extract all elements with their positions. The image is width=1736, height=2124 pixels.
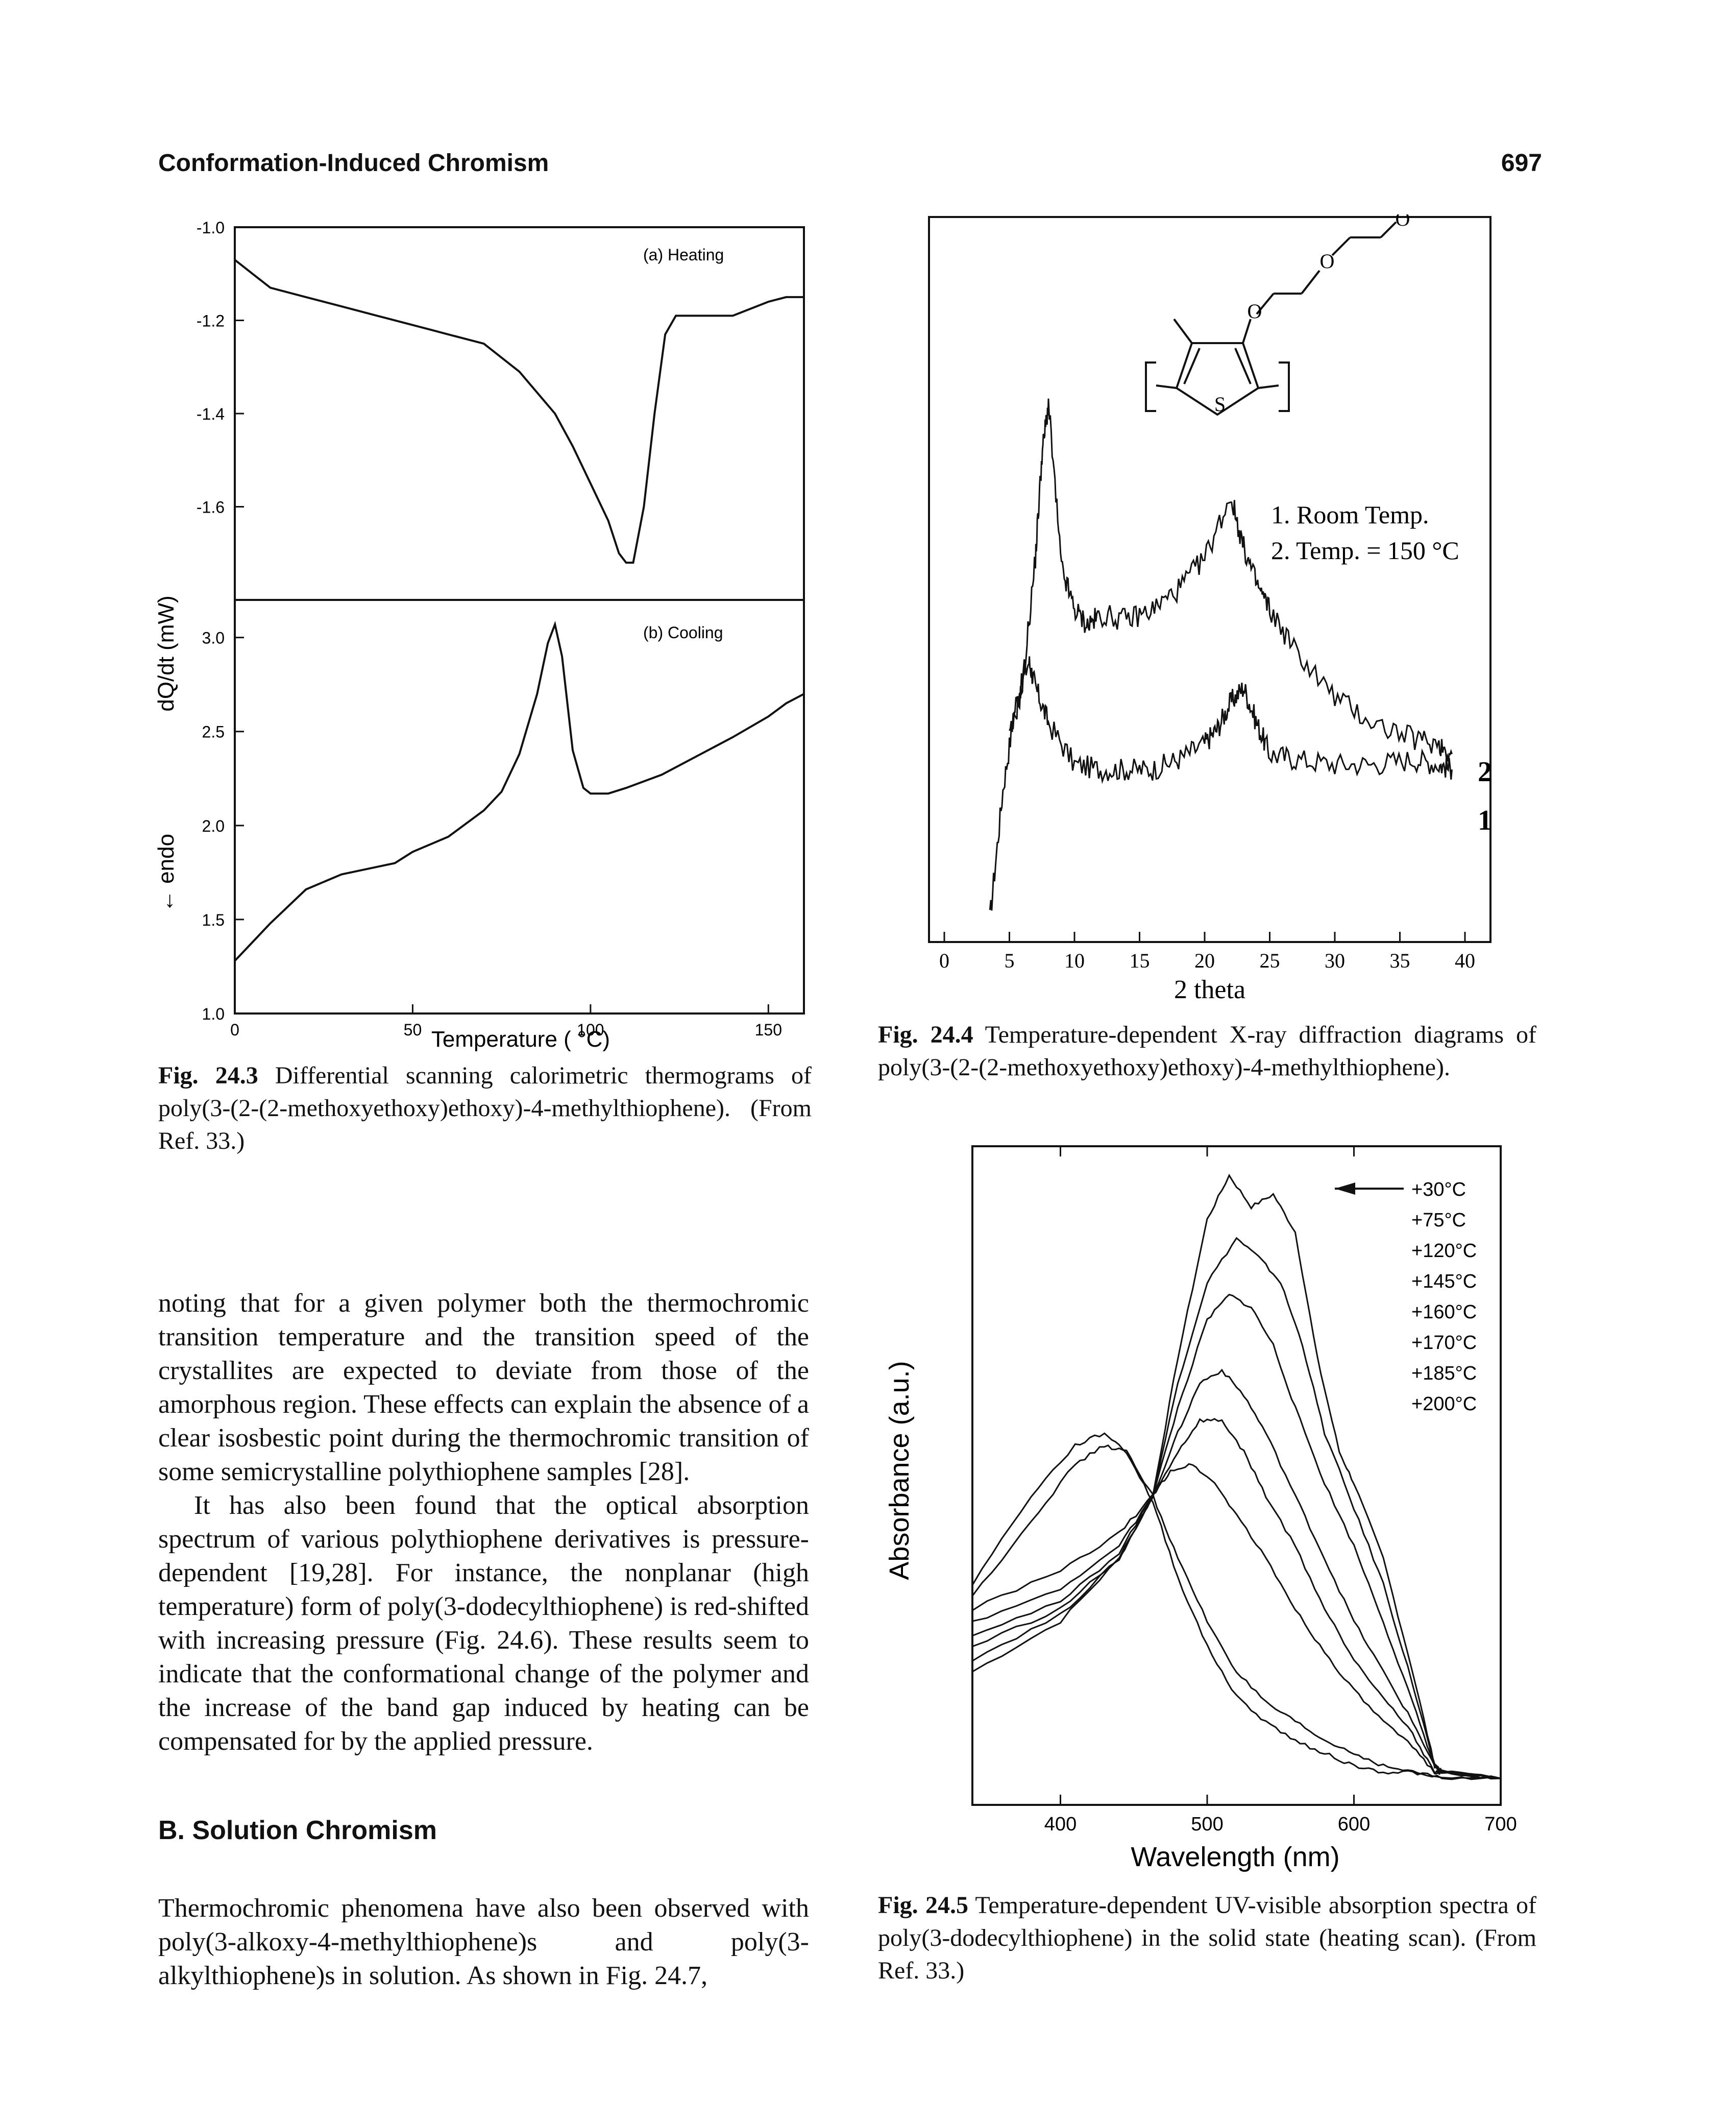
x-axis-label: Temperature ( °C) bbox=[431, 1027, 610, 1052]
uvvis-xtick-label: 500 bbox=[1191, 1814, 1223, 1835]
uvvis-xtick-label: 700 bbox=[1484, 1814, 1517, 1835]
dsc-chart: -1.0 -1.2 -1.4 -1.6 1.0 1.5 2.0 2.5 3.0 0 50 100 150… bbox=[154, 219, 805, 1052]
uvvis-series bbox=[972, 1293, 1501, 1779]
heating-curve bbox=[234, 259, 804, 564]
figure-24-4-caption: Fig. 24.4 Temperature-dependent X-ray di… bbox=[878, 1019, 1536, 1084]
legend-arrow-head bbox=[1335, 1182, 1355, 1195]
paragraph-2: It has also been found that the optical … bbox=[158, 1491, 809, 1756]
panel-b-ytick-label: 1.5 bbox=[202, 911, 225, 929]
y-axis-label: dQ/dt (mW) bbox=[154, 595, 179, 711]
uvvis-series bbox=[972, 1463, 1501, 1780]
panel-b-ytick-label: 1.0 bbox=[202, 1005, 225, 1023]
body-column-left: noting that for a given polymer both the… bbox=[158, 1287, 809, 1758]
xrd-xtick-label: 40 bbox=[1455, 949, 1475, 972]
uvvis-series bbox=[972, 1173, 1501, 1779]
caption-text: Differential scanning calorimetric therm… bbox=[158, 1062, 812, 1154]
xrd-series-2 bbox=[1009, 398, 1453, 762]
uvvis-legend-entry: +200°C bbox=[1411, 1393, 1477, 1415]
figure-24-3-caption: Fig. 24.3 Differential scanning calorime… bbox=[158, 1059, 812, 1157]
caption-number: Fig. 24.3 bbox=[158, 1062, 258, 1089]
running-title: Conformation-Induced Chromism bbox=[158, 150, 549, 177]
figure-24-5-caption: Fig. 24.5 Temperature-dependent UV-visib… bbox=[878, 1889, 1536, 1987]
uvvis-legend-entry: +160°C bbox=[1411, 1301, 1477, 1323]
x-axis-label: Wavelength (nm) bbox=[1131, 1842, 1339, 1872]
paragraph-1: noting that for a given polymer both the… bbox=[158, 1289, 809, 1486]
caption-number: Fig. 24.4 bbox=[878, 1021, 973, 1048]
uvvis-series bbox=[971, 1432, 1501, 1780]
section-heading: B. Solution Chromism bbox=[158, 1816, 437, 1845]
uvvis-series bbox=[971, 1444, 1501, 1780]
panel-b-ytick-label: 3.0 bbox=[202, 629, 225, 647]
xtick-label: 150 bbox=[755, 1021, 782, 1039]
uvvis-series bbox=[972, 1418, 1501, 1779]
xrd-xtick-label: 25 bbox=[1260, 949, 1280, 972]
uvvis-legend-entry: +75°C bbox=[1411, 1210, 1466, 1231]
uvvis-legend-entry: +145°C bbox=[1411, 1271, 1477, 1292]
caption-number: Fig. 24.5 bbox=[878, 1892, 968, 1919]
figure-24-3: -1.0 -1.2 -1.4 -1.6 1.0 1.5 2.0 2.5 3.0 0 50 100 150… bbox=[128, 214, 827, 1052]
xrd-xtick-label: 20 bbox=[1194, 949, 1215, 972]
panel-a-frame bbox=[234, 226, 805, 601]
uvvis-legend-entry: +120°C bbox=[1411, 1240, 1477, 1262]
xrd-xtick-label: 35 bbox=[1390, 949, 1410, 972]
uvvis-legend-entry: +170°C bbox=[1411, 1332, 1477, 1354]
panel-b-ytick-label: 2.5 bbox=[202, 723, 225, 741]
xtick-label: 50 bbox=[404, 1021, 422, 1039]
uvvis-legend-entry: +30°C bbox=[1411, 1179, 1466, 1200]
caption-text: Temperature-dependent UV-visible absorpt… bbox=[878, 1892, 1537, 1984]
series-2-label: 2 bbox=[1478, 756, 1492, 788]
panel-a-label: (a) Heating bbox=[643, 246, 724, 264]
xrd-series-1 bbox=[989, 656, 1453, 911]
xrd-xtick-label: 10 bbox=[1064, 949, 1085, 972]
uvvis-legend-entry: +185°C bbox=[1411, 1363, 1477, 1384]
page-number: 697 bbox=[1501, 150, 1542, 177]
body-column-left-bottom: Thermochromic phenomena have also been o… bbox=[158, 1892, 809, 1993]
xrd-xtick-label: 15 bbox=[1130, 949, 1150, 972]
y-axis-label: Absorbance (a.u.) bbox=[884, 1361, 915, 1580]
panel-a-ytick-label: -1.2 bbox=[197, 312, 225, 330]
struct-oxygen-3: O bbox=[1396, 214, 1410, 230]
uvvis-frame bbox=[971, 1145, 1502, 1806]
paragraph-3: Thermochromic phenomena have also been o… bbox=[158, 1894, 809, 1990]
series-1-label: 1 bbox=[1478, 805, 1492, 836]
xtick-label: 100 bbox=[577, 1021, 604, 1039]
figure-24-4: 0 5 10 15 20 25 30 35 40 S O O O 1. Room Temp. 2… bbox=[914, 207, 1496, 1016]
uvvis-xtick-label: 400 bbox=[1044, 1814, 1077, 1835]
caption-text: Temperature-dependent X-ray diffraction … bbox=[878, 1021, 1537, 1081]
xrd-xtick-label: 30 bbox=[1325, 949, 1345, 972]
struct-sulfur: S bbox=[1214, 393, 1226, 416]
panel-a-ytick-label: -1.6 bbox=[197, 498, 225, 517]
xrd-frame bbox=[928, 216, 1492, 943]
endo-label: ← endo bbox=[154, 834, 179, 912]
x-axis-label: 2 theta bbox=[1174, 975, 1245, 1004]
xrd-xtick-label: 5 bbox=[1005, 949, 1015, 972]
panel-a-ytick-label: -1.4 bbox=[197, 405, 225, 423]
uvvis-chart: 400 500 600 700 +30°C +75°C +120°C +145°C +160°… bbox=[884, 1145, 1517, 1872]
figure-24-5: 400 500 600 700 +30°C +75°C +120°C +145°C +160°… bbox=[878, 1139, 1526, 1874]
struct-oxygen-1: O bbox=[1248, 300, 1262, 323]
running-header: Conformation-Induced Chromism 697 bbox=[158, 149, 1542, 190]
cooling-curve bbox=[234, 620, 804, 962]
xrd-chart: 0 5 10 15 20 25 30 35 40 S O O O 1. Room Temp. 2… bbox=[928, 207, 1492, 1004]
xrd-xtick-label: 0 bbox=[939, 949, 949, 972]
legend-room-temp: 1. Room Temp. bbox=[1271, 500, 1429, 529]
chemical-structure bbox=[1145, 221, 1397, 416]
panel-b-ytick-label: 2.0 bbox=[202, 817, 225, 835]
legend-150c: 2. Temp. = 150 °C bbox=[1271, 536, 1459, 565]
panel-b-label: (b) Cooling bbox=[643, 623, 723, 642]
struct-oxygen-2: O bbox=[1320, 250, 1335, 273]
xtick-label: 0 bbox=[230, 1021, 239, 1039]
uvvis-xtick-label: 600 bbox=[1338, 1814, 1370, 1835]
panel-a-ytick-label: -1.0 bbox=[197, 219, 225, 237]
panel-b-frame bbox=[234, 599, 805, 1015]
